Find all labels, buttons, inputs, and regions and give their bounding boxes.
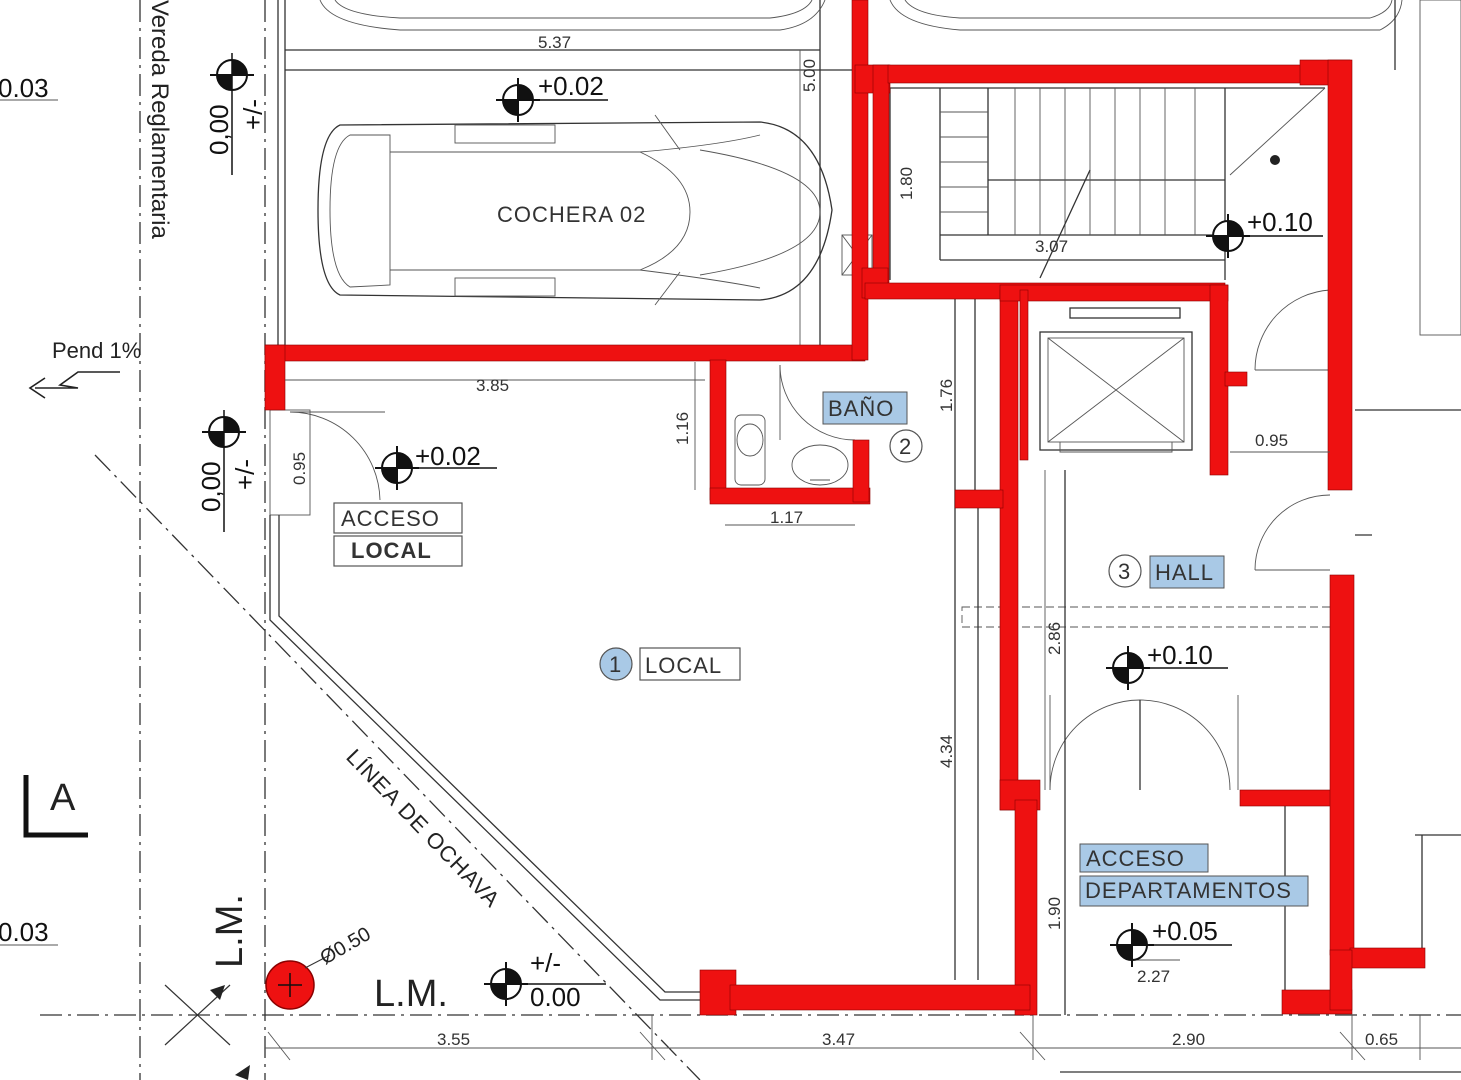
section-marker (23, 775, 88, 838)
acceso-dep-line-2: DEPARTAMENTOS (1085, 878, 1292, 903)
room-label-hall: HALL (1155, 560, 1214, 585)
level-left-top: 0.03 (0, 73, 49, 103)
level-left-bottom: 0.03 (0, 917, 49, 947)
garage-area (277, 0, 1403, 345)
wall-garage-south (264, 344, 866, 362)
wall-south (729, 984, 1031, 1011)
wall-bath-west (709, 359, 727, 501)
dim-1-16: 1.16 (673, 412, 692, 445)
level-lm-value: 0.00 (530, 982, 581, 1012)
label-pend: Pend 1% (52, 338, 141, 363)
room-number-bano: 2 (899, 434, 912, 459)
dim-1-17: 1.17 (770, 508, 803, 527)
local-label-box (639, 647, 741, 681)
red-walls (264, 0, 1426, 1016)
dim-2-86: 2.86 (1045, 622, 1064, 655)
room-number-hall: 3 (1118, 559, 1131, 584)
level-marker-cochera (496, 78, 608, 122)
chamfer-axis (94, 454, 701, 1080)
wall-local-west-stub (264, 344, 286, 411)
wall-stairs-west (872, 64, 890, 296)
level-cochera: +0.02 (538, 71, 604, 101)
room-label-cochera: COCHERA 02 (497, 202, 646, 227)
label-section: A (50, 777, 76, 819)
dim-1-80: 1.80 (897, 167, 916, 200)
room-label-bano: BAÑO (828, 396, 894, 421)
level-lm-sign: +/- (530, 948, 561, 978)
level-vert-top-sign: +/- (238, 99, 268, 130)
level-marker-local (375, 446, 497, 490)
acceso-local-box-2 (333, 535, 463, 567)
label-lm-horizontal: L.M. (374, 973, 448, 1015)
acceso-local-line-2: LOCAL (351, 538, 432, 563)
level-vert-mid: 0,00 (196, 461, 226, 512)
dim-5-00: 5.00 (800, 59, 819, 92)
dim-3-85: 3.85 (476, 376, 509, 395)
level-local: +0.02 (415, 441, 481, 471)
level-acceso-dep: +0.05 (1152, 916, 1218, 946)
column-marker (265, 954, 331, 1010)
dim-0-65: 0.65 (1365, 1030, 1398, 1049)
level-marker-hall (1106, 646, 1228, 690)
room-number-local: 1 (609, 652, 622, 677)
thin-walls (954, 0, 1461, 1073)
level-marker-stairs (1206, 214, 1323, 258)
acceso-local-box-1 (333, 502, 463, 534)
bano-label-box (822, 391, 908, 425)
wall-bath-east-stub (852, 439, 870, 503)
dim-0-95-right: 0.95 (1255, 431, 1288, 450)
wall-stairs-north (887, 64, 1309, 84)
wall-garage-east (851, 0, 869, 361)
level-marker-acceso (1110, 923, 1232, 967)
dim-3-55: 3.55 (437, 1030, 470, 1049)
dim-5-37: 5.37 (538, 33, 571, 52)
wall-east-upper (1327, 59, 1353, 491)
dim-2-90: 2.90 (1172, 1030, 1205, 1049)
label-vereda: Vereda Reglamentaria (146, 0, 173, 239)
level-marker-vert-top (210, 53, 254, 175)
cross-mark-icon (164, 984, 250, 1080)
dim-1-90: 1.90 (1045, 897, 1064, 930)
wall-acceso-west (1014, 799, 1038, 1016)
chamfer-wall (269, 515, 700, 1001)
level-vert-mid-sign: +/- (230, 459, 260, 490)
bathroom-fixtures (734, 364, 856, 486)
label-diameter: Ø0.50 (317, 923, 375, 969)
wall-bath-south (709, 487, 871, 505)
dim-0-95-door: 0.95 (290, 452, 309, 485)
bano-number-circle (889, 429, 923, 463)
level-markers (202, 53, 1323, 1006)
dim-3-07: 3.07 (1035, 237, 1068, 256)
dimension-lines (0, 99, 1461, 1061)
doors (269, 289, 1335, 791)
hall-label-box (1149, 555, 1225, 589)
car-main (317, 114, 833, 306)
hall-number-circle (1108, 554, 1142, 588)
dim-3-47: 3.47 (822, 1030, 855, 1049)
local-number-circle (599, 647, 633, 681)
level-marker-lm (484, 962, 606, 1006)
dim-1-76: 1.76 (937, 379, 956, 412)
wall-hall-west (999, 289, 1019, 811)
level-hall: +0.10 (1147, 640, 1213, 670)
level-stairs: +0.10 (1247, 207, 1313, 237)
acceso-local-line-1: ACCESO (341, 506, 440, 531)
room-label-local: LOCAL (645, 653, 722, 678)
slope-arrow-icon (28, 371, 120, 399)
level-vert-top: 0,00 (204, 104, 234, 155)
car-top-right (889, 0, 1403, 70)
acceso-dep-line-1: ACCESO (1086, 846, 1185, 871)
level-marker-vert-mid (202, 410, 246, 532)
wall-east-lower (1329, 574, 1355, 956)
dim-4-34: 4.34 (937, 735, 956, 768)
elevator (1039, 307, 1193, 453)
acceso-dep-box-1 (1079, 843, 1209, 873)
label-lm-vertical: L.M. (209, 894, 251, 968)
car-top (319, 0, 826, 31)
acceso-dep-box-2 (1079, 875, 1309, 907)
dim-2-27: 2.27 (1137, 967, 1170, 986)
